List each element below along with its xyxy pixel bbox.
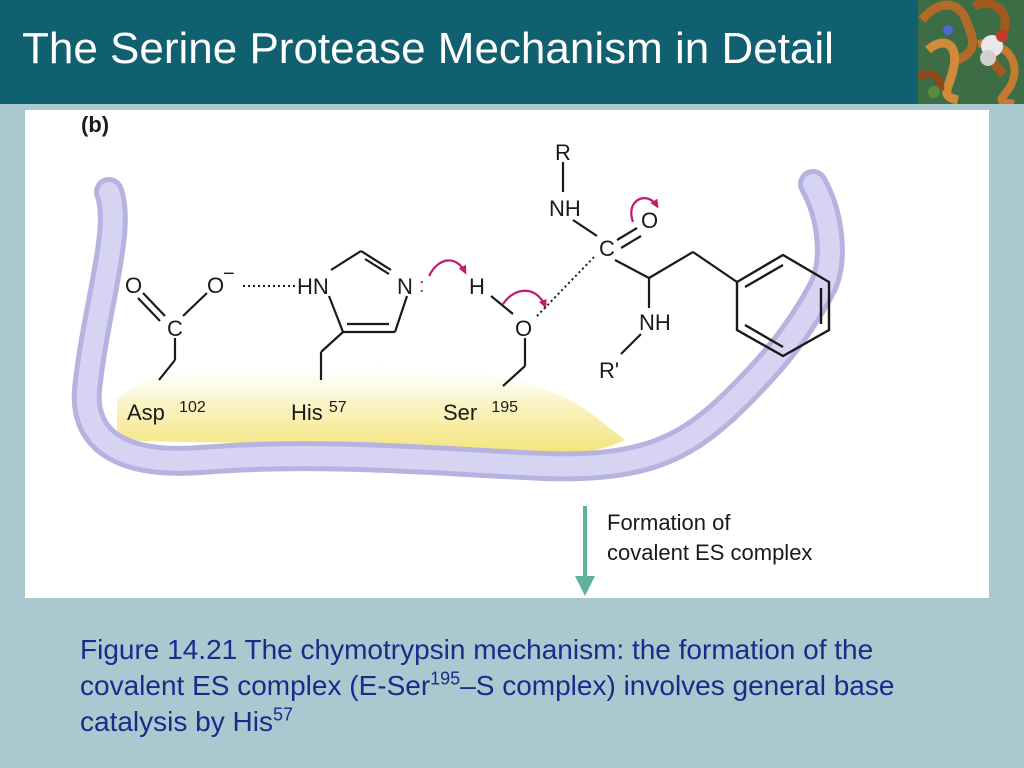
slide-title: The Serine Protease Mechanism in Detail [22, 24, 834, 73]
substrate-nh-top: NH [549, 196, 581, 221]
asp-carboxylate [137, 292, 208, 381]
arrow-his-to-h [428, 259, 467, 277]
substrate-r-prime: R' [599, 358, 619, 383]
ser-sidechain [490, 295, 527, 387]
arrow-ho-to-o [502, 289, 547, 309]
figure-caption: Figure 14.21 The chymotrypsin mechanism:… [80, 632, 980, 740]
mechanism-diagram: (b) O O − C Asp 102 [71, 112, 845, 596]
his-label: His 57 [291, 399, 347, 425]
asp-name: Asp [127, 400, 165, 425]
caption-text-part1: Figure 14.21 The chymotrypsin mechanism:… [80, 634, 874, 701]
asp-c: C [167, 316, 183, 341]
arrow-carbonyl [630, 197, 659, 223]
his-number: 57 [329, 399, 347, 416]
ser-o: O [515, 316, 532, 341]
his-imidazole [319, 250, 409, 380]
asp-o-double: O [125, 273, 142, 298]
his-hn: HN [297, 274, 329, 299]
title-bar: The Serine Protease Mechanism in Detail [0, 0, 918, 104]
mechanism-figure: (b) O O − C Asp 102 [25, 110, 989, 598]
phenyl-ring [735, 253, 831, 358]
his-name: His [291, 400, 323, 425]
asp-number: 102 [179, 399, 206, 416]
substrate-o: O [641, 208, 658, 233]
substrate-c: C [599, 236, 615, 261]
ser-h: H [469, 274, 485, 299]
caption-sup-his: 57 [272, 704, 293, 725]
caption-sup-ser: 195 [430, 668, 461, 689]
protein-helix-illustration-icon [918, 0, 1024, 104]
attack-line [536, 255, 596, 317]
ser-name: Ser [443, 400, 477, 425]
asp-label: Asp 102 [127, 399, 206, 425]
step-label-line1: Formation of [607, 510, 731, 535]
asp-charge: − [223, 263, 235, 285]
active-site-pocket [117, 358, 625, 455]
ser-label: Ser 195 [443, 399, 518, 425]
substrate-r: R [555, 140, 571, 165]
caption-text-part2: –S complex) involves general base cataly… [80, 670, 895, 737]
panel-label: (b) [81, 112, 109, 137]
step-arrow [575, 506, 595, 596]
asp-o-minus: O [207, 273, 224, 298]
his-n: N [397, 274, 413, 299]
ser-number: 195 [491, 399, 518, 416]
substrate-nh-bottom: NH [639, 310, 671, 335]
his-lone-pair: : [419, 275, 425, 297]
step-label-line2: covalent ES complex [607, 540, 812, 565]
substrate-backbone [561, 162, 738, 355]
